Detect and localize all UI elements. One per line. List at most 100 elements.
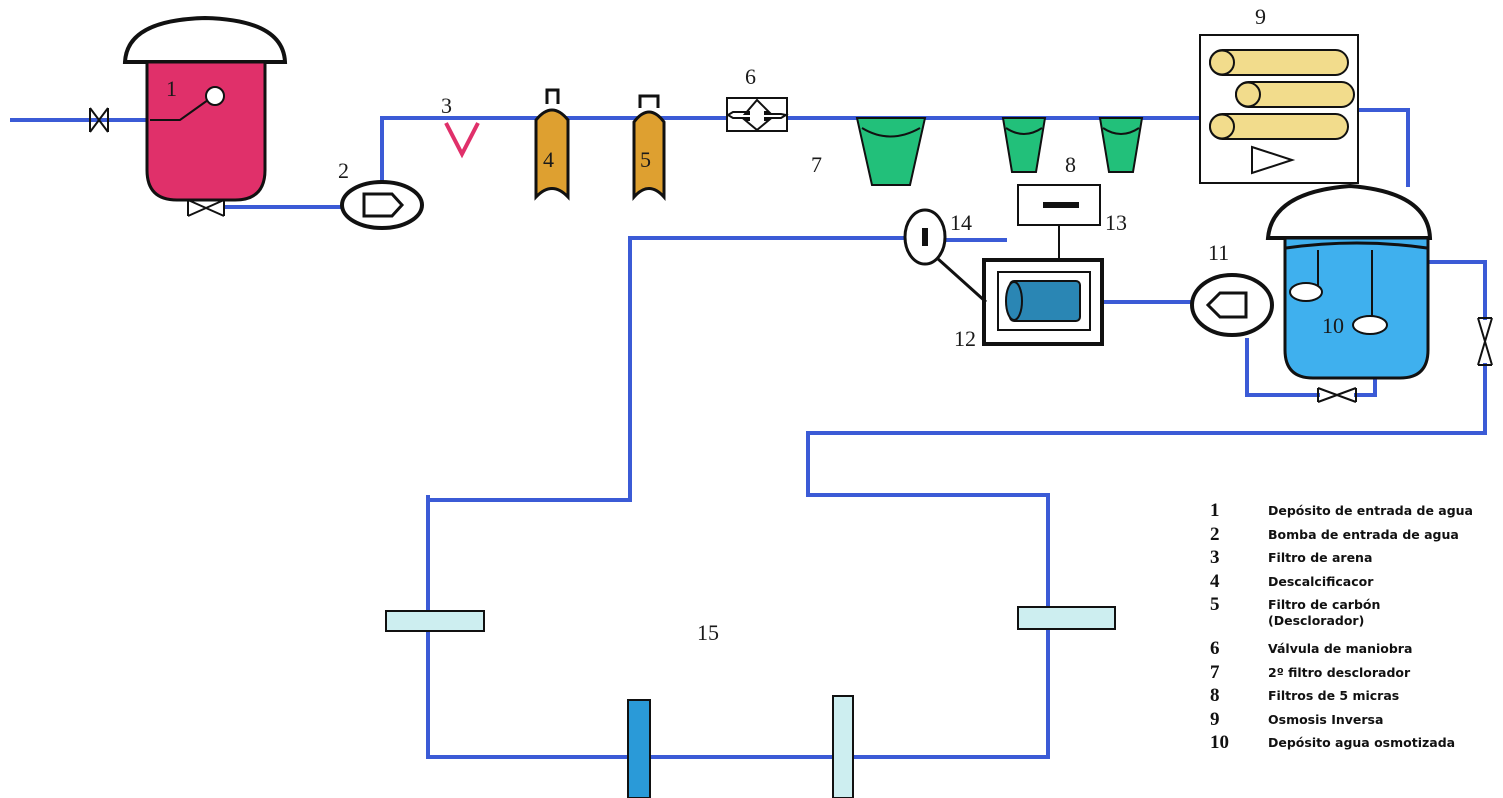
- pump-arrow-icon: [362, 192, 405, 218]
- label-2: 2: [338, 158, 349, 183]
- label-8: 8: [1065, 152, 1076, 177]
- filter-cup-1: [855, 117, 927, 186]
- legend-text: Filtro de arena: [1268, 550, 1373, 565]
- legend-text: Depósito agua osmotizada: [1268, 735, 1456, 750]
- sand-filter-icon: [444, 122, 480, 159]
- drain-valve-icon: [187, 199, 225, 217]
- tank-body: [145, 60, 267, 202]
- label-13: 13: [1105, 210, 1127, 235]
- legend: 1 Depósito de entrada de agua 2 Bomba de…: [1210, 500, 1503, 756]
- level-sensor-icon: [1289, 282, 1323, 302]
- gauge-14: 14: [903, 208, 988, 304]
- carbon-filter-body: [632, 110, 666, 201]
- filter-cup-2: [1001, 117, 1047, 173]
- legend-item: 5 Filtro de carbón(Desclorador): [1210, 594, 1503, 638]
- legend-number: 3: [1210, 547, 1220, 568]
- label-6: 6: [745, 64, 756, 89]
- legend-item: 4 Descalcificacor: [1210, 571, 1503, 595]
- legend-text: Válvula de maniobra: [1268, 641, 1413, 656]
- return-pipe: [806, 363, 1487, 497]
- osmotized-water-tank: 10: [1265, 183, 1433, 380]
- ro-to-tank-pipe: [1353, 108, 1410, 187]
- softener-body: [534, 108, 570, 201]
- legend-item: 1 Depósito de entrada de agua: [1210, 500, 1503, 524]
- tank-bottom-pipe-2: [1354, 378, 1377, 397]
- outlet-bottom-1: [627, 699, 651, 798]
- filter-box-13: 8 13: [1017, 152, 1127, 260]
- legend-number: 9: [1210, 708, 1220, 730]
- legend-number: 4: [1210, 570, 1220, 592]
- legend-item: 3 Filtro de arena: [1210, 547, 1503, 571]
- label-10: 10: [1322, 313, 1344, 338]
- ro-pump-arrow-icon: [1251, 145, 1296, 175]
- reverse-osmosis-unit: 9: [1199, 4, 1359, 184]
- inlet-valve-icon: [89, 107, 109, 133]
- legend-number: 2: [1210, 523, 1220, 545]
- legend-item: 7 2º filtro desclorador: [1210, 662, 1503, 686]
- legend-text: Filtros de 5 micras: [1268, 688, 1400, 703]
- distribution-feed-pipe: [426, 236, 907, 502]
- distribution-pump: 11: [1190, 240, 1274, 337]
- label-7: 7: [811, 152, 822, 177]
- inlet-pump: 2: [338, 158, 424, 230]
- outlet-right: [1017, 606, 1116, 630]
- float-arm: [150, 99, 209, 121]
- legend-text-multiline: Filtro de carbón(Desclorador): [1268, 597, 1380, 629]
- outlet-left: [385, 610, 485, 632]
- legend-number: 10: [1210, 732, 1229, 753]
- label-14: 14: [950, 210, 972, 235]
- pump-arrow-left-icon: [1205, 291, 1248, 319]
- legend-number: 1: [1210, 500, 1220, 521]
- distribution-loop: 15: [385, 606, 1116, 798]
- legend-item: 6 Válvula de maniobra: [1210, 638, 1503, 662]
- product-tank-dome: [1265, 183, 1433, 240]
- maneuver-valve: 6: [726, 64, 789, 132]
- legend-number: 7: [1210, 661, 1220, 683]
- legend-number: 8: [1210, 685, 1220, 706]
- pipe-network: [10, 108, 1487, 759]
- label-5: 5: [640, 147, 651, 172]
- tank-dome: [122, 15, 288, 64]
- tank-outlet-pipe: [1426, 260, 1487, 320]
- legend-text: 2º filtro desclorador: [1268, 664, 1411, 680]
- return-valve-icon: [1477, 317, 1493, 366]
- softener-handle: [545, 88, 560, 104]
- label-11: 11: [1208, 240, 1229, 265]
- gauge-needle-icon: [922, 228, 928, 246]
- valve-cross-icon: [726, 98, 789, 132]
- label-3: 3: [441, 93, 452, 118]
- legend-item: 9 Osmosis Inversa: [1210, 709, 1503, 733]
- legend-item: 2 Bomba de entrada de agua: [1210, 524, 1503, 548]
- second-dechlorinator-filters: 7: [811, 117, 1144, 186]
- carbon-filter-handle: [638, 94, 660, 108]
- legend-item: 8 Filtros de 5 micras: [1210, 685, 1503, 709]
- label-15: 15: [697, 620, 719, 645]
- filter-cup-3: [1098, 117, 1144, 173]
- legend-text: Descalcificacor: [1268, 573, 1374, 589]
- legend-number: 6: [1210, 638, 1220, 659]
- legend-item: 10 Depósito agua osmotizada: [1210, 732, 1503, 756]
- legend-text: Bomba de entrada de agua: [1268, 526, 1459, 542]
- legend-text: Filtro de carbón: [1268, 597, 1381, 612]
- legend-text: Depósito de entrada de agua: [1268, 503, 1473, 518]
- product-tank-body: [1283, 236, 1430, 380]
- outlet-bottom-2: [832, 695, 854, 798]
- product-tank-valve-icon: [1317, 387, 1357, 403]
- legend-text-second-line: (Desclorador): [1268, 613, 1365, 628]
- inlet-tank: 1: [122, 15, 288, 202]
- module-12: 12: [954, 258, 1104, 351]
- loop-left-pipe: [426, 493, 1050, 759]
- legend-text: Osmosis Inversa: [1268, 711, 1384, 727]
- float-sensor-icon: [205, 86, 225, 106]
- label-12: 12: [954, 326, 976, 351]
- legend-number: 5: [1210, 594, 1220, 615]
- label-1: 1: [166, 76, 177, 101]
- tank-bottom-pipe: [1245, 338, 1320, 397]
- label-9: 9: [1255, 4, 1266, 29]
- label-4: 4: [543, 147, 554, 172]
- softener: 4: [534, 88, 570, 201]
- level-sensor-2-icon: [1352, 315, 1388, 335]
- carbon-filter: 5: [632, 94, 666, 201]
- sand-filter: 3: [441, 93, 480, 159]
